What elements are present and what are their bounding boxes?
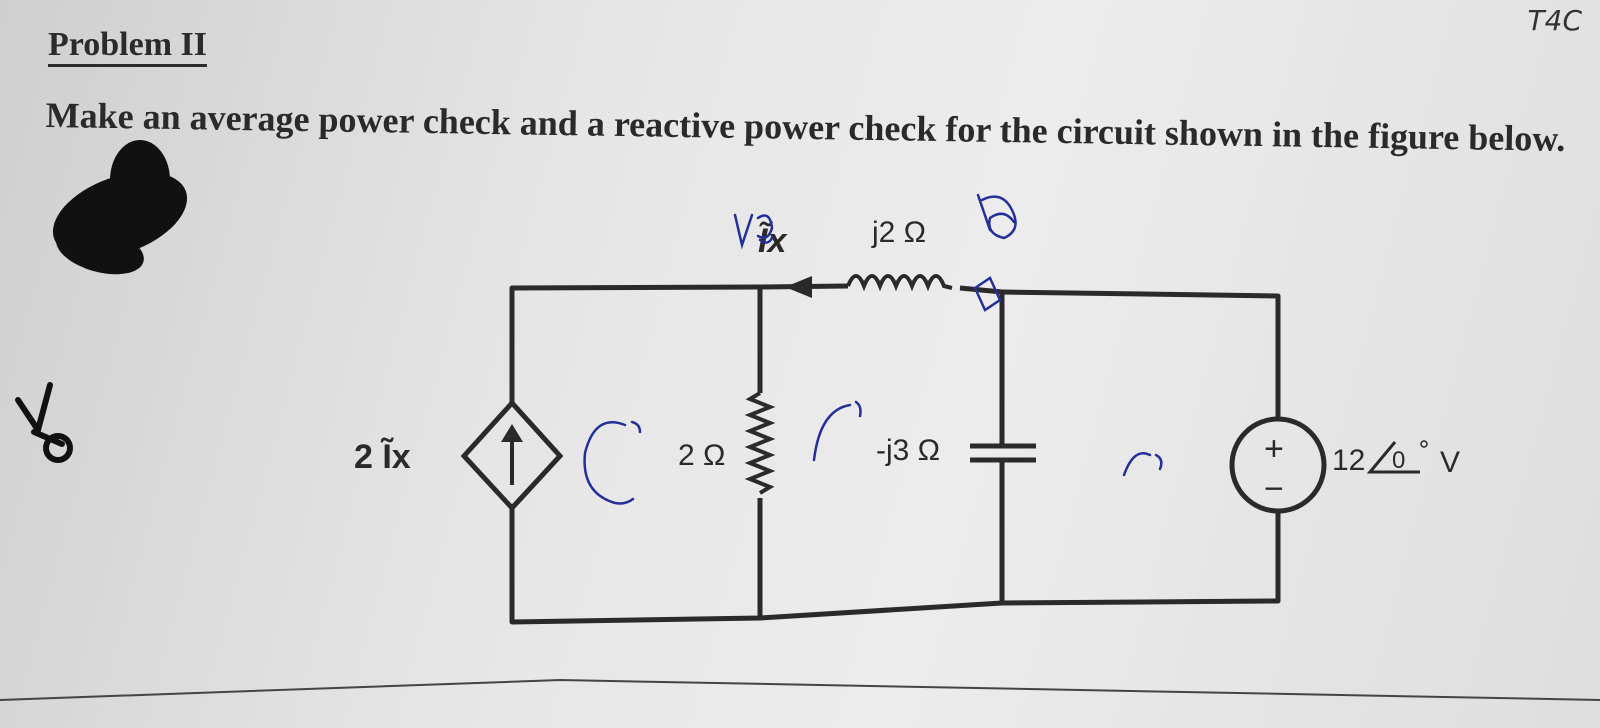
handwritten-annotations — [583, 193, 1163, 505]
capacitor-label: -j3 Ω — [876, 434, 940, 467]
resistor-label: 2 Ω — [678, 439, 725, 472]
redaction-scribble — [52, 140, 188, 275]
circuit-wires — [509, 283, 1281, 625]
resistor-symbol — [744, 391, 776, 495]
source-plus-sign: + — [1264, 430, 1284, 468]
problem-title: Problem II — [48, 26, 207, 67]
voltage-source — [1229, 416, 1327, 514]
degree-symbol — [1420, 440, 1428, 448]
capacitor-symbol — [970, 443, 1036, 463]
source-magnitude-label: 12 — [1332, 444, 1365, 477]
inductor-symbol — [846, 274, 953, 292]
handwritten-corner-note: T4C — [1527, 4, 1582, 37]
angle-symbol — [1366, 441, 1420, 474]
current-arrow — [785, 276, 812, 298]
source-unit-label: V — [1440, 446, 1460, 479]
handwritten-mark — [15, 382, 73, 463]
dependent-source-label: 2 Ĩx — [354, 438, 411, 476]
source-minus-sign: − — [1264, 470, 1284, 508]
page-edge-line — [0, 678, 1600, 701]
source-angle-label: 0 — [1392, 447, 1405, 474]
inductor-label: j2 Ω — [871, 216, 926, 249]
dependent-current-source — [460, 399, 564, 512]
